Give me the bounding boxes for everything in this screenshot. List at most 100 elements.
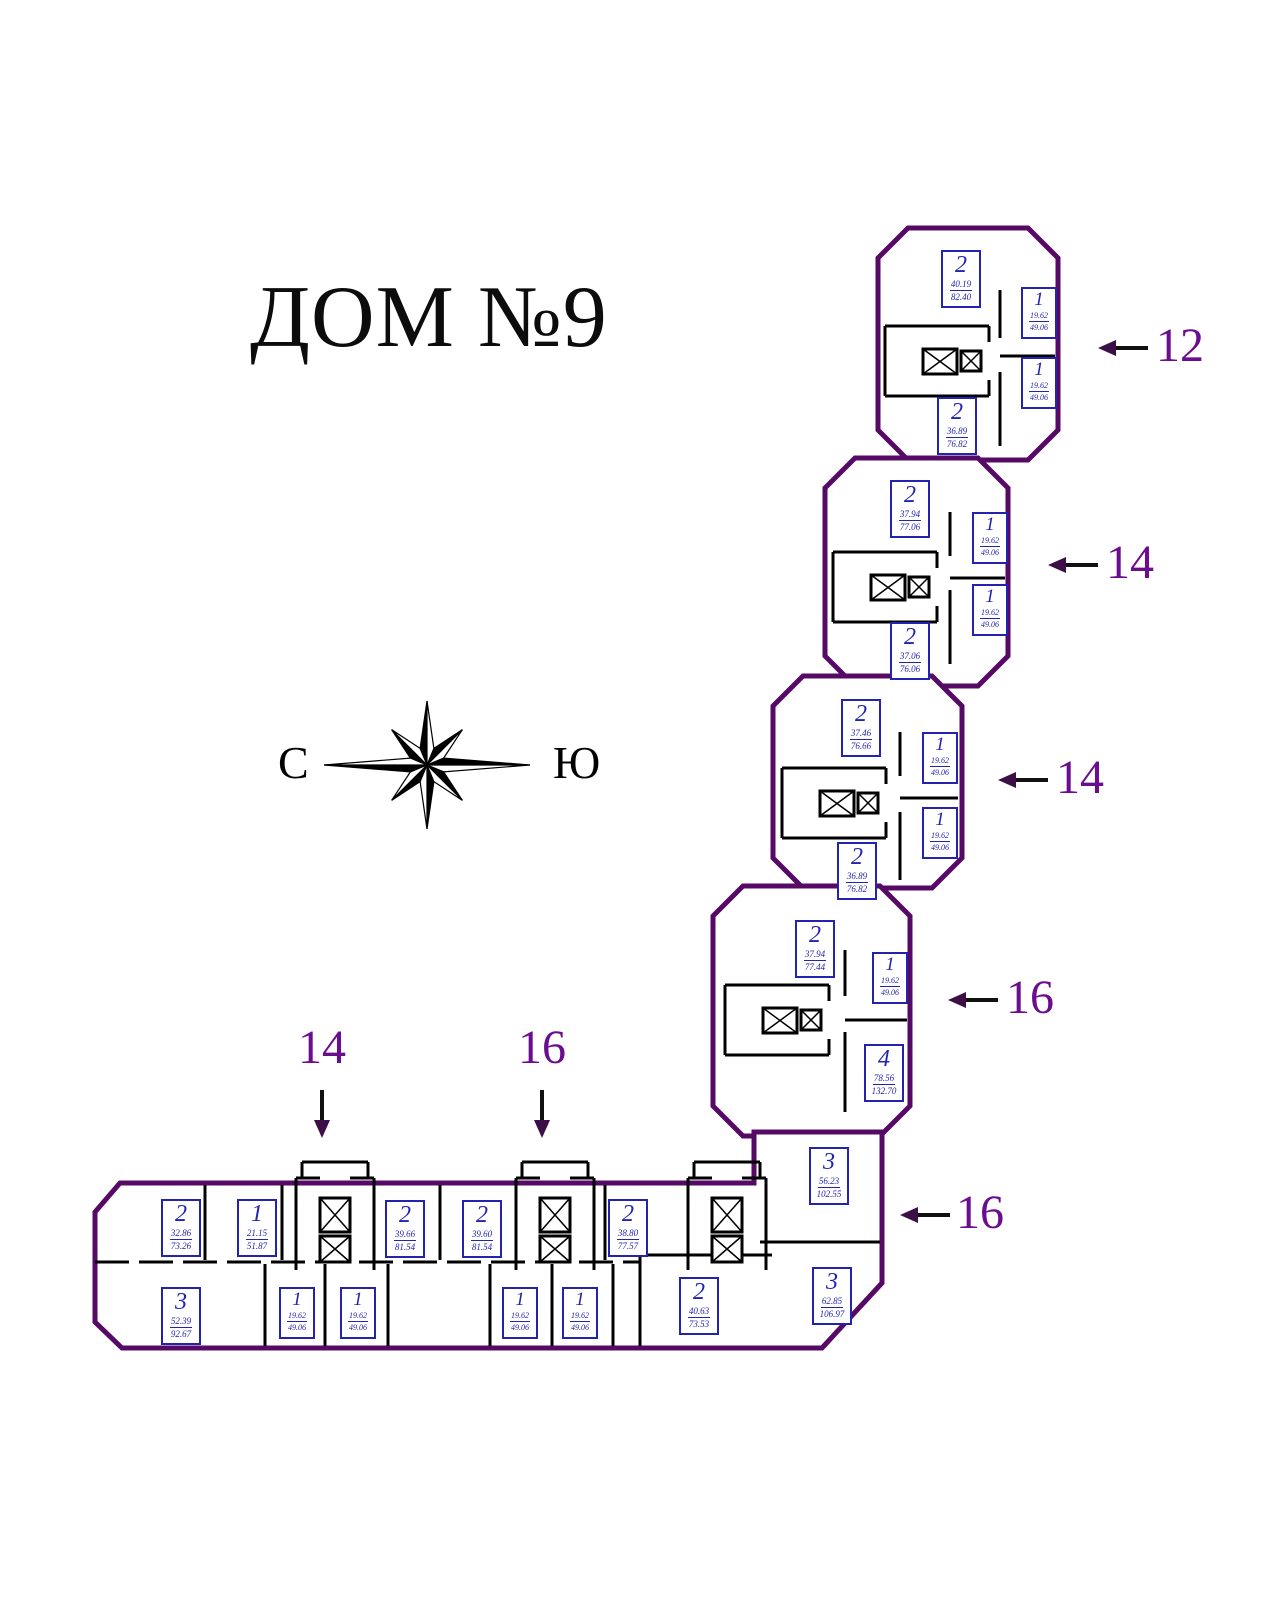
living-area: 21.15 bbox=[245, 1228, 269, 1240]
total-area: 49.06 bbox=[981, 548, 999, 557]
left-arrow-icon bbox=[1048, 557, 1066, 573]
room-count: 1 bbox=[985, 586, 995, 607]
room-count: 3 bbox=[823, 1149, 835, 1175]
total-area: 77.44 bbox=[804, 962, 826, 972]
floor-arrows-right bbox=[900, 340, 1148, 1223]
total-area: 82.40 bbox=[950, 292, 972, 302]
room-count: 1 bbox=[1034, 289, 1044, 310]
room-count: 2 bbox=[693, 1279, 705, 1305]
room-count: 1 bbox=[1034, 359, 1044, 380]
total-area: 76.66 bbox=[850, 741, 872, 751]
living-area: 19.62 bbox=[1029, 381, 1049, 392]
room-count: 1 bbox=[251, 1201, 263, 1227]
compass-point bbox=[426, 764, 463, 801]
room-count: 2 bbox=[851, 844, 863, 870]
living-area: 19.62 bbox=[348, 1311, 368, 1322]
living-area: 19.62 bbox=[980, 536, 1000, 547]
living-area: 38.80 bbox=[616, 1228, 640, 1240]
left-arrow-icon bbox=[948, 992, 966, 1008]
room-count: 1 bbox=[985, 514, 995, 535]
down-arrow-icon bbox=[534, 1120, 550, 1138]
living-area: 52.39 bbox=[169, 1316, 193, 1328]
living-area: 39.60 bbox=[470, 1229, 494, 1241]
room-count: 2 bbox=[855, 701, 867, 727]
total-area: 76.82 bbox=[846, 884, 868, 894]
room-count: 2 bbox=[904, 482, 916, 508]
total-area: 49.06 bbox=[1030, 393, 1048, 402]
room-count: 1 bbox=[353, 1289, 363, 1310]
total-area: 73.26 bbox=[170, 1241, 192, 1251]
page-title: ДОМ №9 bbox=[250, 269, 608, 366]
room-count: 2 bbox=[904, 624, 916, 650]
room-count: 3 bbox=[175, 1289, 187, 1315]
total-area: 49.06 bbox=[881, 988, 899, 997]
room-count: 2 bbox=[955, 252, 967, 278]
down-arrow-icon bbox=[314, 1120, 330, 1138]
compass-point bbox=[323, 757, 428, 766]
compass-point bbox=[419, 764, 428, 830]
block-14a-outline bbox=[822, 455, 1011, 689]
living-area: 19.62 bbox=[510, 1311, 530, 1322]
floor-number-label: 12 bbox=[1156, 319, 1204, 372]
room-count: 4 bbox=[878, 1046, 890, 1072]
living-area: 19.62 bbox=[1029, 311, 1049, 322]
room-count: 2 bbox=[622, 1201, 634, 1227]
living-area: 32.86 bbox=[169, 1228, 193, 1240]
room-count: 2 bbox=[951, 399, 963, 425]
living-area: 19.62 bbox=[980, 608, 1000, 619]
living-area: 19.62 bbox=[287, 1311, 307, 1322]
living-area: 36.89 bbox=[945, 426, 969, 438]
living-area: 37.94 bbox=[898, 509, 922, 521]
room-count: 1 bbox=[575, 1289, 585, 1310]
left-arrow-icon bbox=[998, 772, 1016, 788]
total-area: 81.54 bbox=[394, 1242, 416, 1252]
floor-number-label: 16 bbox=[1006, 971, 1054, 1024]
living-area: 19.62 bbox=[930, 831, 950, 842]
floor-arrows-down bbox=[314, 1090, 550, 1138]
total-area: 92.67 bbox=[170, 1329, 192, 1339]
total-area: 49.06 bbox=[288, 1323, 306, 1332]
total-area: 132.70 bbox=[871, 1086, 897, 1096]
room-count: 1 bbox=[935, 734, 945, 755]
living-area: 40.63 bbox=[687, 1306, 711, 1318]
room-count: 2 bbox=[476, 1202, 488, 1228]
compass-point bbox=[391, 764, 428, 801]
total-area: 81.54 bbox=[471, 1242, 493, 1252]
living-area: 37.46 bbox=[849, 728, 873, 740]
living-area: 19.62 bbox=[570, 1311, 590, 1322]
block-14b-outline bbox=[770, 673, 965, 891]
living-area: 36.89 bbox=[845, 871, 869, 883]
total-area: 73.53 bbox=[688, 1319, 710, 1329]
living-area: 56.23 bbox=[817, 1176, 841, 1188]
interior-walls bbox=[95, 290, 1055, 1346]
total-area: 49.06 bbox=[349, 1323, 367, 1332]
left-arrow-icon bbox=[900, 1207, 918, 1223]
room-count: 2 bbox=[175, 1201, 187, 1227]
total-area: 51.87 bbox=[246, 1241, 268, 1251]
floor-number-label: 14 bbox=[1106, 536, 1154, 589]
compass-north-label: С bbox=[278, 737, 309, 788]
floor-number-label: 16 bbox=[956, 1186, 1004, 1239]
